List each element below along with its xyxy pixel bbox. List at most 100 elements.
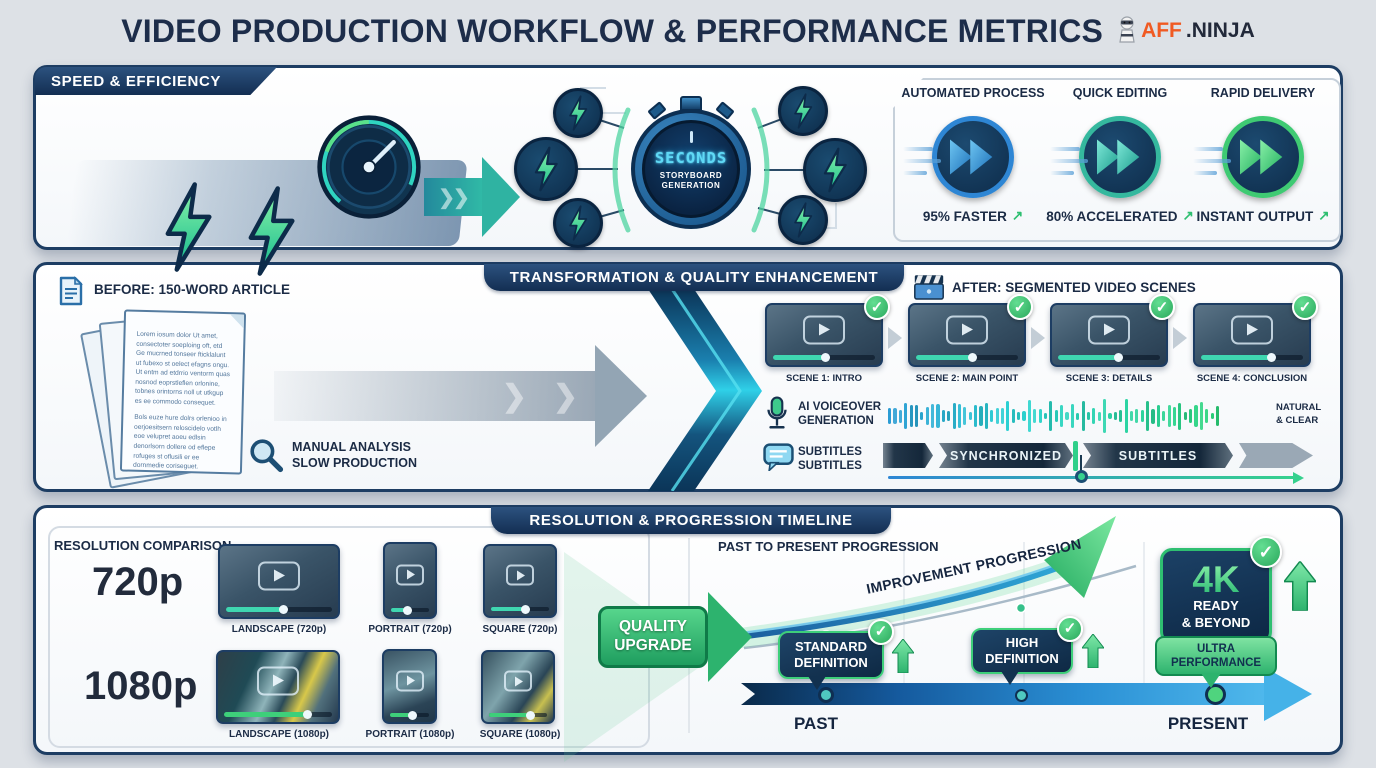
progress-fill [916, 353, 978, 362]
badge-4k-text: 4K [1192, 559, 1240, 601]
tab-transformation-label: TRANSFORMATION & QUALITY ENHANCEMENT [509, 269, 879, 286]
subtitle-bar-subtitles: SUBTITLES [1083, 443, 1233, 468]
subtitle-bar-synchronized: SYNCHRONIZED [939, 443, 1073, 468]
bolt-badge [553, 88, 603, 138]
fast-forward-glyph [1240, 139, 1286, 175]
upgrade-line1: QUALITY [618, 618, 688, 636]
stopwatch-face: SECONDS STORYBOARD GENERATION [642, 120, 740, 218]
grid-line [1023, 542, 1025, 702]
scene-label-4: SCENE 4: CONCLUSION [1196, 373, 1308, 384]
scene-label-1: SCENE 1: INTRO [785, 373, 862, 384]
progress-bar [916, 353, 1018, 362]
progress-bar [491, 605, 549, 614]
subtitle-bar-segment [883, 443, 933, 468]
timeline-marker-mid [1015, 689, 1028, 702]
ultra-line1: ULTRA [1196, 642, 1236, 655]
voice-quality-line1: NATURAL [1276, 402, 1322, 413]
thumb-label: PORTRAIT (720p) [368, 624, 452, 635]
subtitles-label-line1: SUBTITLES [798, 446, 862, 458]
check-icon: ✓ [1057, 616, 1083, 642]
panel-transformation: TRANSFORMATION & QUALITY ENHANCEMENT BEF… [33, 262, 1343, 492]
metric-automated-process: AUTOMATED PROCESS 95% FASTER↗ [898, 86, 1048, 236]
tab-resolution-timeline: RESOLUTION & PROGRESSION TIMELINE [491, 507, 891, 534]
metric-rapid-delivery: RAPID DELIVERY INSTANT OUTPUT↗ [1188, 86, 1338, 236]
progress-bar [1201, 353, 1303, 362]
paper-page-front: Lorem iosum dolor Ut amet, consectoter s… [119, 309, 247, 475]
fast-forward-icon [1193, 116, 1304, 198]
thumb-square-720 [483, 544, 557, 618]
tab-transformation: TRANSFORMATION & QUALITY ENHANCEMENT [484, 264, 904, 291]
metric-label: QUICK EDITING [1072, 86, 1168, 100]
progress-fill [1058, 353, 1124, 362]
milestone-standard-definition: STANDARD DEFINITION ✓ [778, 619, 894, 690]
speedometer-icon [317, 115, 421, 219]
check-icon: ✓ [1292, 294, 1318, 320]
progress-bar [489, 711, 547, 720]
microphone-icon [767, 396, 787, 429]
play-icon [506, 564, 534, 586]
check-icon: ✓ [868, 619, 894, 645]
brand-aff: AFF [1141, 19, 1182, 42]
scene-thumbnail-4: ✓ [1193, 294, 1318, 367]
metric-label: RAPID DELIVERY [1210, 86, 1316, 100]
thumb-portrait-720 [383, 542, 437, 619]
scene-label-3: SCENE 3: DETAILS [1065, 373, 1153, 384]
lightning-bolt-icon [567, 204, 589, 242]
milestone-line2: DEFINITION [794, 655, 868, 670]
voiceover-label-line2: GENERATION [798, 415, 874, 428]
metrics-subpanel [893, 78, 1341, 242]
stopwatch-tick [689, 131, 693, 143]
bolt-badge [803, 138, 867, 202]
thumb-square-1080 [481, 650, 555, 724]
speed-streaks [903, 147, 941, 175]
stopwatch-caption-line2: GENERATION [661, 181, 721, 191]
progress-fill [226, 605, 289, 614]
progress-fill [224, 710, 313, 719]
fast-forward-icon [903, 116, 1014, 198]
document-icon [59, 276, 83, 306]
progression-label: PAST TO PRESENT PROGRESSION [718, 539, 939, 554]
metric-value: 95% FASTER↗ [923, 208, 1023, 224]
metric-value-text: 80% ACCELERATED [1046, 208, 1178, 224]
lightning-bolt-icon [532, 145, 560, 193]
ninja-icon [1119, 16, 1135, 43]
play-icon [258, 561, 300, 591]
play-icon [803, 315, 845, 345]
quality-upgrade-badge: QUALITY UPGRADE [598, 606, 708, 668]
progress-fill [390, 711, 418, 720]
voiceover-label-line1: AI VOICEOVER [798, 401, 882, 413]
grid-line [1143, 542, 1145, 702]
stopwatch: SECONDS STORYBOARD GENERATION [631, 96, 751, 229]
comparison-label: RESOLUTION COMPARISON [54, 538, 232, 553]
chevron-icon [1031, 327, 1045, 349]
lightning-bolt-icon [792, 201, 814, 239]
metric-quick-editing: QUICK EDITING 80% ACCELERATED↗ [1045, 86, 1195, 236]
metric-value: INSTANT OUTPUT↗ [1196, 208, 1329, 224]
thumb-landscape-1080 [216, 650, 340, 724]
subtitles-label: SUBTITLES SUBTITLES [798, 445, 862, 474]
progress-fill [1201, 353, 1277, 362]
milestone-high-definition: HIGH DEFINITION ✓ [971, 616, 1083, 685]
thumb-portrait-1080 [382, 649, 437, 724]
metric-value-text: 95% FASTER [922, 208, 1007, 224]
tab-resolution-label: RESOLUTION & PROGRESSION TIMELINE [529, 512, 853, 529]
voice-quality-label: NATURAL & CLEAR [1276, 402, 1321, 428]
transform-arrow-head [595, 345, 647, 447]
chevron-icon: ❯ [501, 379, 527, 413]
progress-fill [489, 711, 535, 720]
milestone-line1: STANDARD [795, 638, 867, 654]
clapperboard-icon [914, 275, 944, 300]
chevron-icon [888, 327, 902, 349]
resolution-720p: 720p [92, 560, 184, 604]
manual-note-line1: MANUAL ANALYSIS [292, 440, 411, 454]
metric-value-text: INSTANT OUTPUT [1196, 208, 1314, 224]
lightning-bolt-icon [821, 146, 849, 194]
play-icon [1231, 315, 1273, 345]
lightning-bolt-icon [160, 168, 216, 286]
article-paragraph: Lorem iosum dolor Ut amet, consectoter s… [134, 330, 231, 407]
resolution-1080p: 1080p [84, 664, 198, 708]
progress-bar [226, 605, 332, 614]
bolt-badge [778, 195, 828, 245]
brand-logo: AFF.NINJA [1117, 16, 1255, 46]
thumb-label: SQUARE (1080p) [479, 729, 561, 740]
